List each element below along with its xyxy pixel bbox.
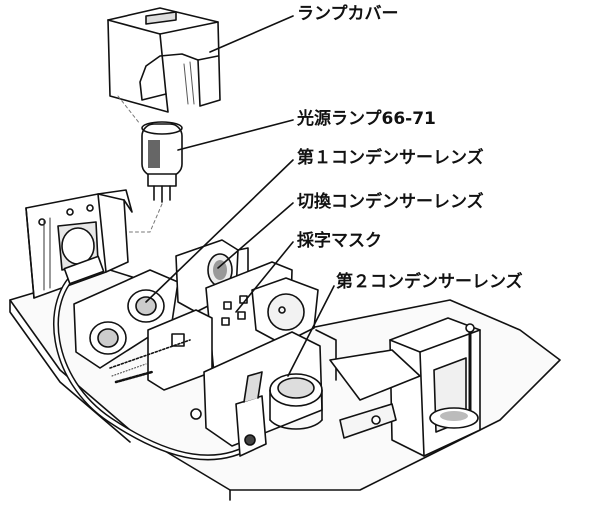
lamp-cover [107, 7, 221, 113]
label-switching-condenser-lens: 切換コンデンサーレンズ [297, 192, 484, 212]
light-source-lamp [141, 121, 183, 203]
screws [114, 370, 381, 425]
label-light-source-lamp: 光源ランプ66-71 [297, 109, 436, 129]
power-cable [53, 255, 263, 461]
right-housing [329, 317, 481, 457]
label-character-mask: 採字マスク [297, 231, 382, 251]
label-second-condenser-lens: 第２コンデンサーレンズ [336, 272, 523, 292]
label-lamp-cover: ランプカバー [297, 4, 399, 24]
label-first-condenser-lens: 第１コンデンサーレンズ [297, 148, 484, 168]
leader-lines [145, 15, 335, 377]
assembly-guide-lines [117, 95, 163, 233]
second-condenser-lens [203, 277, 337, 457]
first-condenser-lens [73, 269, 179, 369]
